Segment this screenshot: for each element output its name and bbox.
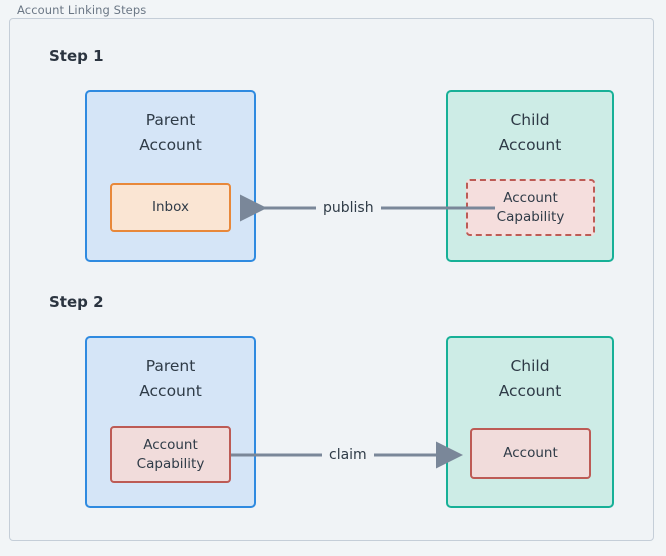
step-2-account-chip[interactable]: Account: [470, 428, 591, 479]
step-1-inbox-chip[interactable]: Inbox: [110, 183, 231, 232]
step-2-child-account-title: Child Account: [498, 357, 562, 400]
diagram-title: Account Linking Steps: [17, 3, 147, 17]
step-1-account-capability-chip[interactable]: Account Capability: [466, 179, 595, 236]
step-1-parent-account-title: Parent Account: [139, 111, 202, 154]
step-2-heading: Step 2: [49, 293, 104, 311]
step-2-account-capability-chip[interactable]: Account Capability: [110, 426, 231, 483]
step-2-parent-account-title: Parent Account: [139, 357, 202, 400]
claim-edge-label: claim: [322, 447, 374, 463]
step-1-parent-account-box[interactable]: Parent Account: [85, 90, 256, 262]
step-1-heading: Step 1: [49, 47, 104, 65]
publish-edge-label: publish: [316, 200, 381, 216]
step-1-child-account-box[interactable]: Child Account: [446, 90, 614, 262]
step-1-child-account-title: Child Account: [498, 111, 562, 154]
step-2-child-account-box[interactable]: Child Account: [446, 336, 614, 508]
